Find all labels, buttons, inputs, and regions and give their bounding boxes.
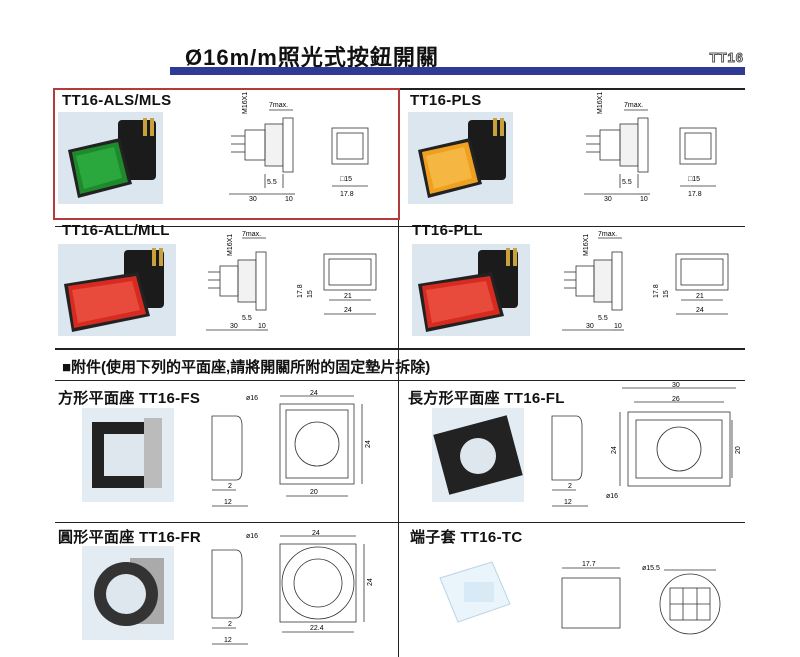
accessory-photo-tc [430,548,520,634]
accessory-photo-fl [432,408,524,502]
dim-30: 30 [230,323,238,330]
dim-55: 5.5 [242,315,252,322]
accessory-photo-fr [82,546,174,640]
dim-tc-dia: ø15.5 [642,565,660,572]
divider-vertical [398,88,399,657]
dim-55: 5.5 [598,315,608,322]
dim-drawing-all-side: M16X1 7max. 5.5 30 10 17.8 15 [206,231,314,331]
accessories-title: ■附件(使用下列的平面座,請將開關所附的固定墊片拆除) [62,359,431,376]
dim-fl-h20: 20 [735,446,742,454]
product-photo-als [58,112,163,204]
dim-drawing-fl-side: 2 12 [551,415,588,507]
product-label-pll: TT16-PLL [412,222,483,239]
dim-10: 10 [640,196,648,203]
dim-drawing-fl-front: 30 26 24 20 ø16 [606,382,742,500]
dim-drawing-fs-front: ø16 24 24 20 [246,390,372,497]
dim-thread: M16X1 [242,92,249,114]
title-bar [170,67,745,75]
dim-fs-h: 24 [365,440,372,448]
dim-h178: 17.8 [297,284,304,298]
accessory-photo-fs [82,408,174,502]
dim-tc-w: 17.7 [582,561,596,568]
accessory-label-fs: 方形平面座 TT16-FS [58,390,201,407]
product-photo-pll [412,244,530,336]
divider-top [55,88,745,90]
dim-h178: 17.8 [653,284,660,298]
dim-w24: 24 [344,307,352,314]
dim-178: 17.8 [688,191,702,198]
dim-drawing-fr-front: ø16 24 24 22.4 [246,530,374,633]
dim-drawing-tc-side: 17.7 [561,561,621,629]
dim-55: 5.5 [267,179,277,186]
dim-30: 30 [586,323,594,330]
dim-max: 7max. [242,231,261,238]
divider-mid2 [55,348,745,350]
dim-fr-dia: ø16 [246,533,258,540]
dim-sq15: □15 [688,176,700,183]
dim-fs-12: 12 [224,499,232,506]
dim-thread: M16X1 [227,234,234,256]
dim-fl-12: 12 [564,499,572,506]
dim-fs-2: 2 [228,483,232,490]
dim-drawing-pls-side: M16X1 7max. 5.5 30 10 [584,92,650,203]
dim-fl-dia: ø16 [606,493,618,500]
dim-thread: M16X1 [583,234,590,256]
dim-10: 10 [258,323,266,330]
divider-mid1 [55,226,745,227]
dim-10: 10 [614,323,622,330]
dim-fr-h: 24 [367,578,374,586]
divider-acc1 [55,380,745,381]
dim-fl-h24: 24 [611,446,618,454]
dim-drawing-pls-front: □15 17.8 [679,127,717,198]
dim-drawing-all-front: 21 24 [323,253,377,315]
dim-thread: M16X1 [597,92,604,114]
dim-max: 7max. [624,102,643,109]
selected-product-box [53,88,400,220]
product-photo-pls [408,112,513,204]
accessory-label-fl: 長方形平面座 TT16-FL [408,390,565,407]
page-title: Ø16m/m照光式按鈕開關 [185,45,439,70]
dim-max: 7max. [598,231,617,238]
product-label-pls: TT16-PLS [410,92,482,109]
dim-fs-dia: ø16 [246,395,258,402]
dim-w24: 24 [696,307,704,314]
dim-fr-inner: 22.4 [310,625,324,632]
dim-fl-2: 2 [568,483,572,490]
dim-drawing-pll-front: 21 24 [675,253,729,315]
dim-drawing-fr-side: 2 12 [211,549,248,645]
dim-fs-inner: 20 [310,489,318,496]
dim-h15: 15 [307,290,314,298]
dim-w21: 21 [696,293,704,300]
product-label-als: TT16-ALS/MLS [62,92,172,109]
dim-drawing-als-side: M16X1 7max. 5.5 30 10 [229,92,295,203]
dim-max: 7max. [269,102,288,109]
dim-10: 10 [285,196,293,203]
dim-drawing-tc-front: ø15.5 [642,565,721,635]
dim-fr-2: 2 [228,621,232,628]
dim-drawing-fs-side: 2 12 [211,415,248,507]
product-photo-all [58,244,176,336]
dim-w21: 21 [344,293,352,300]
accessory-label-tc: 端子套 TT16-TC [410,529,523,546]
dim-55: 5.5 [622,179,632,186]
product-label-all: TT16-ALL/MLL [62,222,170,239]
dim-sq15: □15 [340,176,352,183]
dim-fl-w26: 26 [672,396,680,403]
dim-drawing-als-front: □15 17.8 [331,127,369,198]
dim-drawing-pll-side: M16X1 7max. 5.5 30 10 17.8 15 [562,231,670,331]
dim-h15: 15 [663,290,670,298]
dim-fr-12: 12 [224,637,232,644]
series-code: TT16 [709,50,744,66]
dim-178: 17.8 [340,191,354,198]
dim-fs-w: 24 [310,390,318,397]
dim-30: 30 [604,196,612,203]
divider-acc2 [55,522,745,523]
dim-fl-w30: 30 [672,382,680,389]
dim-fr-w: 24 [312,530,320,537]
accessory-label-fr: 圓形平面座 TT16-FR [58,529,202,546]
dim-30: 30 [249,196,257,203]
